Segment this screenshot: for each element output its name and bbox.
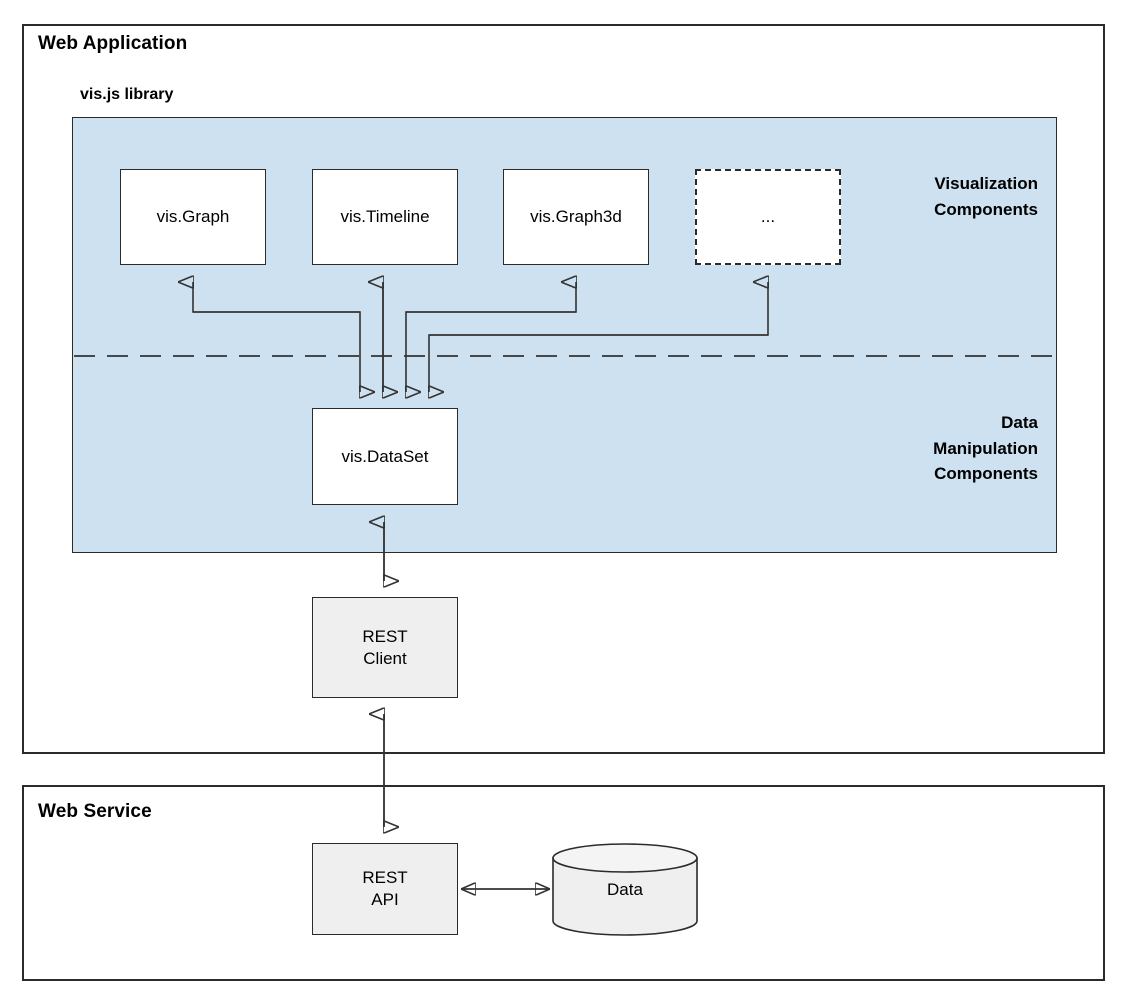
library-title: vis.js library	[80, 86, 174, 103]
node-ellipsis-placeholder[interactable]: ...	[695, 169, 841, 265]
panel-web-service-title: Web Service	[38, 801, 152, 822]
node-rest-api[interactable]: REST API	[312, 843, 458, 935]
node-vis-dataset[interactable]: vis.DataSet	[312, 408, 458, 505]
label-data-manipulation-components: Data Manipulation Components	[933, 413, 1038, 483]
node-vis-timeline[interactable]: vis.Timeline	[312, 169, 458, 265]
node-data-store[interactable]: Data	[552, 843, 698, 936]
panel-web-application-title: Web Application	[38, 33, 188, 54]
label-visualization-components: Visualization Components	[934, 174, 1038, 219]
node-data-store-label: Data	[607, 879, 643, 899]
node-vis-graph[interactable]: vis.Graph	[120, 169, 266, 265]
database-cylinder-icon	[552, 843, 698, 936]
node-vis-graph3d[interactable]: vis.Graph3d	[503, 169, 649, 265]
node-rest-client[interactable]: REST Client	[312, 597, 458, 698]
